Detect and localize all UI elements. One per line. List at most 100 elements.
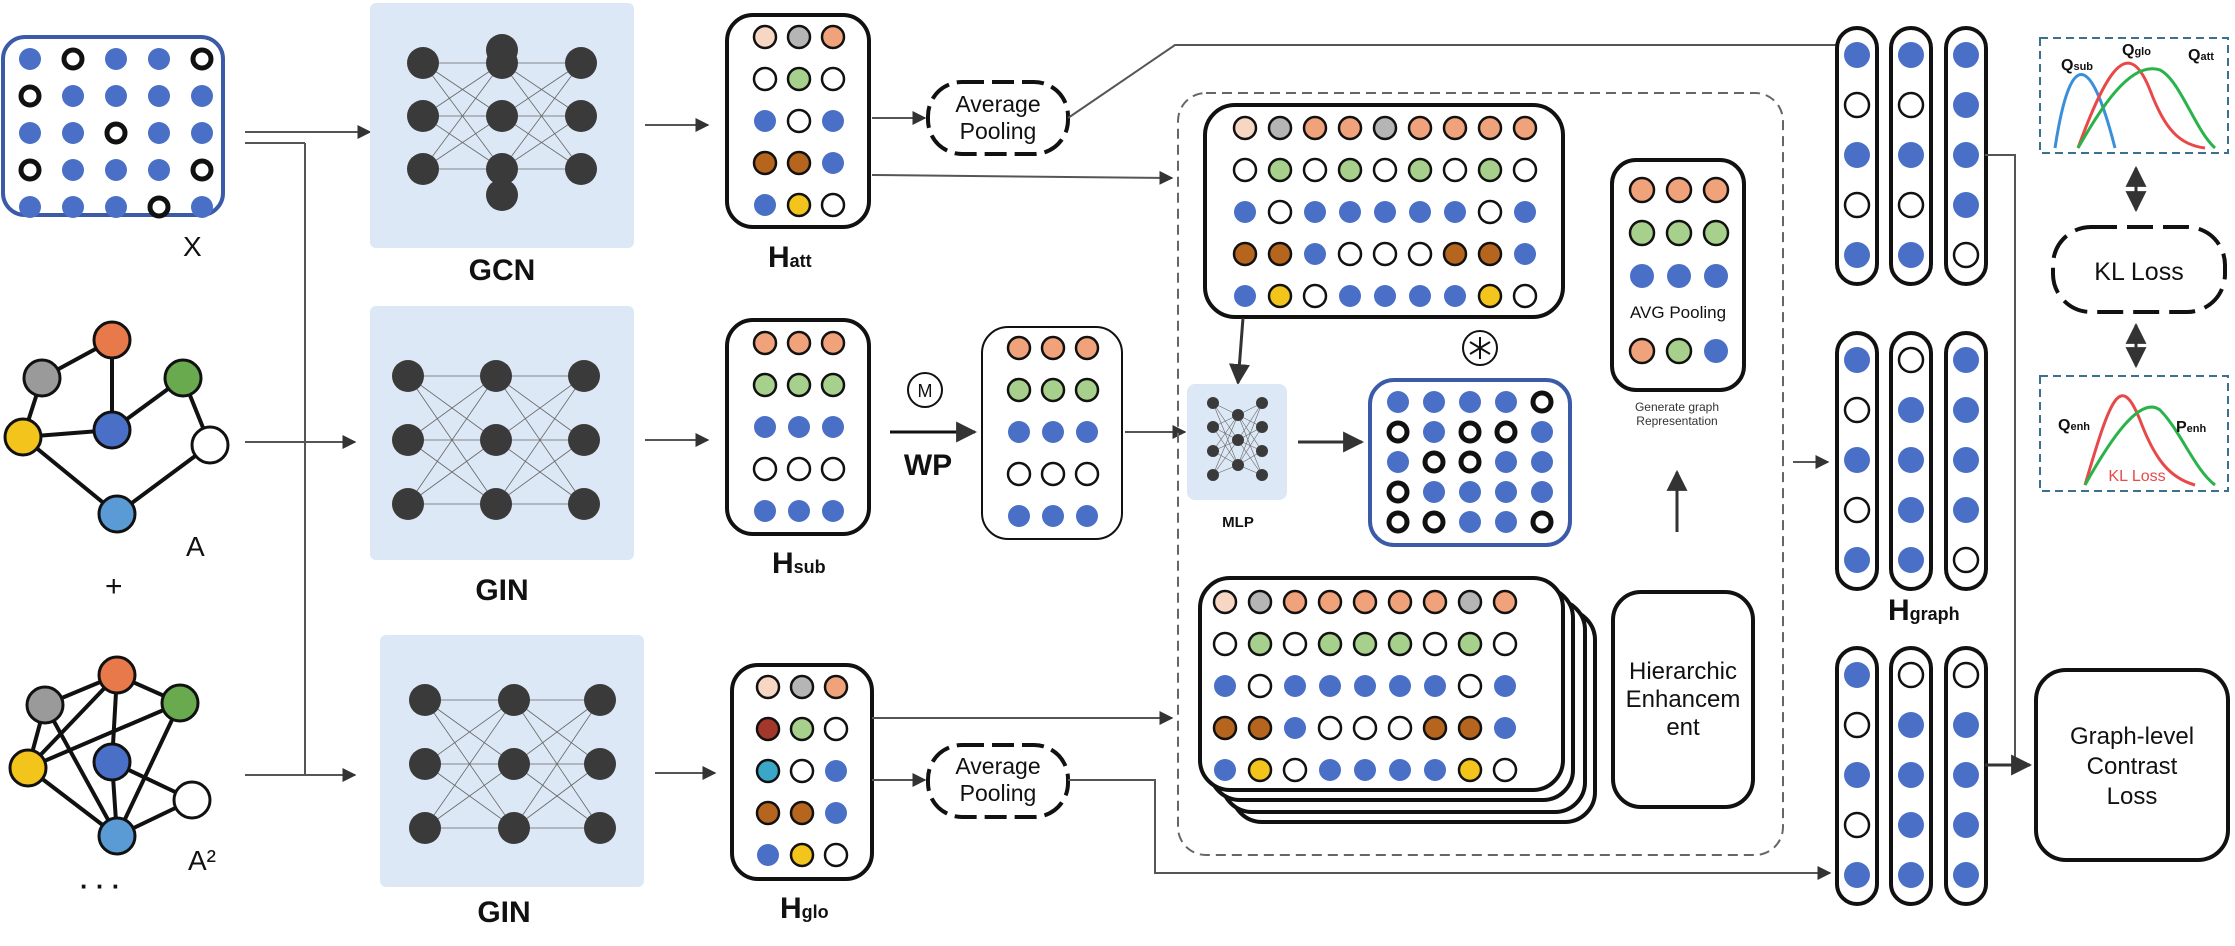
graph-node [97, 816, 137, 856]
hierarchic-enhancement-box [1611, 590, 1755, 809]
white-node [1302, 157, 1328, 183]
ring-node [1458, 420, 1482, 444]
neuron [498, 684, 530, 716]
white-node [1477, 199, 1503, 225]
blue-node [1844, 242, 1870, 268]
blue-node [1409, 201, 1431, 223]
blue-node [1339, 285, 1361, 307]
color-node [789, 842, 815, 868]
neuron [486, 100, 518, 132]
blue-node [1844, 142, 1870, 168]
white-node [1843, 711, 1871, 739]
h-att-label: Hatt [768, 241, 812, 274]
color-node [786, 66, 812, 92]
color-node [820, 330, 846, 356]
color-node [1040, 377, 1066, 403]
neuron [568, 424, 600, 456]
white-node [1006, 461, 1032, 487]
neuron [498, 748, 530, 780]
color-node [1702, 176, 1730, 204]
blue-node [1953, 862, 1979, 888]
color-node [1477, 241, 1503, 267]
white-node [1492, 757, 1518, 783]
q-enh-curve [2083, 394, 2196, 487]
blue-node [1898, 242, 1924, 268]
color-node [1040, 335, 1066, 361]
blue-node [1953, 397, 1979, 423]
avg-pooling-label: AVG Pooling [1630, 303, 1726, 322]
graph-a [3, 320, 230, 534]
blue-node [1531, 421, 1553, 443]
neuron [407, 153, 439, 185]
white-node [1843, 496, 1871, 524]
blue-node [1304, 243, 1326, 265]
enh-distribution-box [2039, 375, 2229, 492]
hier-line1: Hierarchic [1629, 658, 1737, 685]
h-att-nodes [752, 24, 846, 218]
color-node [1317, 631, 1343, 657]
mlp-label: MLP [1222, 514, 1254, 531]
color-node [1477, 157, 1503, 183]
neuron [392, 424, 424, 456]
color-node [1628, 219, 1656, 247]
h-glo-label: Hglo [780, 892, 829, 925]
h-sub-label: Hsub [772, 547, 826, 580]
neuron [565, 153, 597, 185]
blue-node [1953, 92, 1979, 118]
blue-node [1214, 759, 1236, 781]
color-node [1302, 115, 1328, 141]
blue-node [1389, 759, 1411, 781]
color-node [1665, 219, 1693, 247]
blue-node [191, 122, 213, 144]
neuron [407, 47, 439, 79]
ring-node [190, 158, 214, 182]
color-node [1387, 631, 1413, 657]
input-connectors [245, 125, 372, 782]
color-node [1457, 715, 1483, 741]
color-node [789, 674, 815, 700]
white-node [1232, 157, 1258, 183]
blue-node [1667, 264, 1691, 288]
white-node [1492, 631, 1518, 657]
neuron [584, 748, 616, 780]
ring-node [147, 195, 171, 219]
graph-node [92, 742, 132, 782]
blue-node [1354, 675, 1376, 697]
blue-node [1898, 142, 1924, 168]
m-circle [907, 372, 943, 408]
blue-node [1234, 201, 1256, 223]
blue-node [1953, 762, 1979, 788]
neuron [486, 179, 518, 211]
color-node [1282, 589, 1308, 615]
mlp-network [1207, 397, 1268, 481]
gin-label-bottom: GIN [477, 896, 530, 929]
neuron [480, 424, 512, 456]
white-node [1952, 546, 1980, 574]
blue-node [1409, 285, 1431, 307]
neuron [486, 153, 518, 185]
white-node [1442, 157, 1468, 183]
blue-node [1374, 285, 1396, 307]
ring-node [1458, 450, 1482, 474]
graph-representations [1835, 26, 1988, 906]
blue-node [191, 196, 213, 218]
blue-node [1234, 285, 1256, 307]
m-symbol: M [918, 381, 933, 401]
encoder-arrows [645, 118, 717, 780]
white-node [1372, 241, 1398, 267]
blue-node [1630, 264, 1654, 288]
blue-node [1898, 547, 1924, 573]
white-node [1282, 631, 1308, 657]
blue-node [1304, 201, 1326, 223]
blue-node [754, 110, 776, 132]
blue-node [788, 500, 810, 522]
blue-node [1898, 812, 1924, 838]
q-distribution-box [2039, 37, 2229, 154]
white-node [1422, 631, 1448, 657]
gin-network-bottom [409, 684, 616, 844]
color-node [1665, 337, 1693, 365]
enhancement-region [1177, 92, 1784, 856]
avg-pool-bottom-line2: Pooling [960, 780, 1037, 806]
white-node [1457, 673, 1483, 699]
ring-node [1494, 420, 1518, 444]
